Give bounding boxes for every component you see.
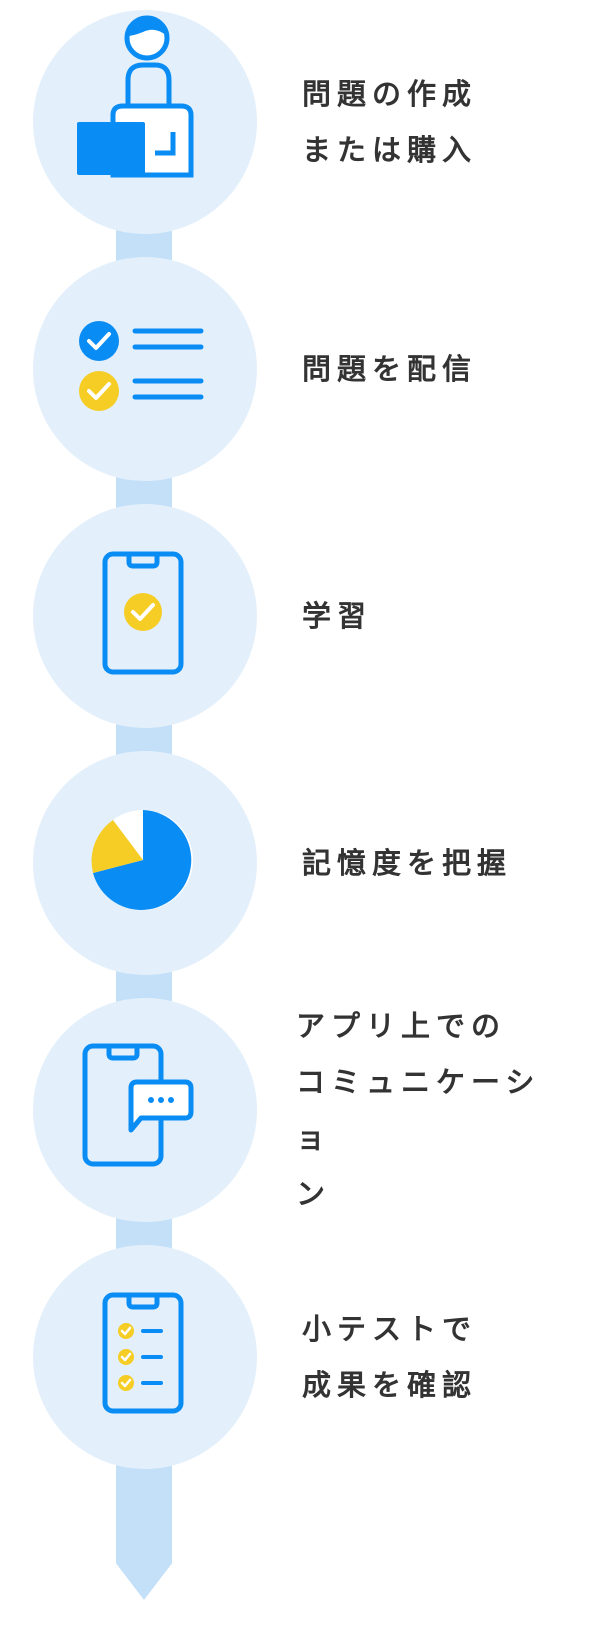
step-label: 学習 <box>302 504 572 728</box>
step-label-line: 問題の作成 <box>302 77 478 111</box>
person-laptop-icon <box>77 15 194 178</box>
step-distribute: 問題を配信 <box>0 257 600 482</box>
step-label: 記憶度を把握 <box>302 751 572 975</box>
step-memory-level: 記憶度を把握 <box>0 751 600 976</box>
step-label-line: ン <box>296 1177 332 1211</box>
step-study: 学習 <box>0 504 600 729</box>
phone-quiz-icon <box>102 1292 184 1414</box>
step-quiz-results: 小テストで 成果を確認 <box>0 1245 600 1470</box>
step-circle <box>33 257 257 481</box>
step-label-line: 学習 <box>302 599 373 633</box>
step-label-line: アプリ上での <box>296 1009 507 1043</box>
smartphone-check-icon <box>102 551 184 675</box>
step-label-line: または購入 <box>302 133 478 167</box>
step-label: 問題の作成 または購入 <box>302 10 572 234</box>
phone-chat-icon <box>82 1043 194 1167</box>
checklist-icon <box>79 321 204 411</box>
step-label-line: 小テストで <box>302 1312 478 1346</box>
step-label-line: 問題を配信 <box>302 352 478 386</box>
step-in-app-communication: アプリ上での コミュニケーショ ン <box>0 998 600 1223</box>
pie-chart-icon <box>91 810 193 910</box>
step-label-line: 記憶度を把握 <box>302 846 513 880</box>
step-create-or-purchase: 問題の作成 または購入 <box>0 10 600 235</box>
step-label: 問題を配信 <box>302 257 572 481</box>
step-label-line: 成果を確認 <box>302 1368 478 1402</box>
step-label-line: コミュニケーショ <box>296 1065 541 1155</box>
step-label: 小テストで 成果を確認 <box>302 1245 572 1469</box>
step-label: アプリ上での コミュニケーショ ン <box>296 998 566 1222</box>
